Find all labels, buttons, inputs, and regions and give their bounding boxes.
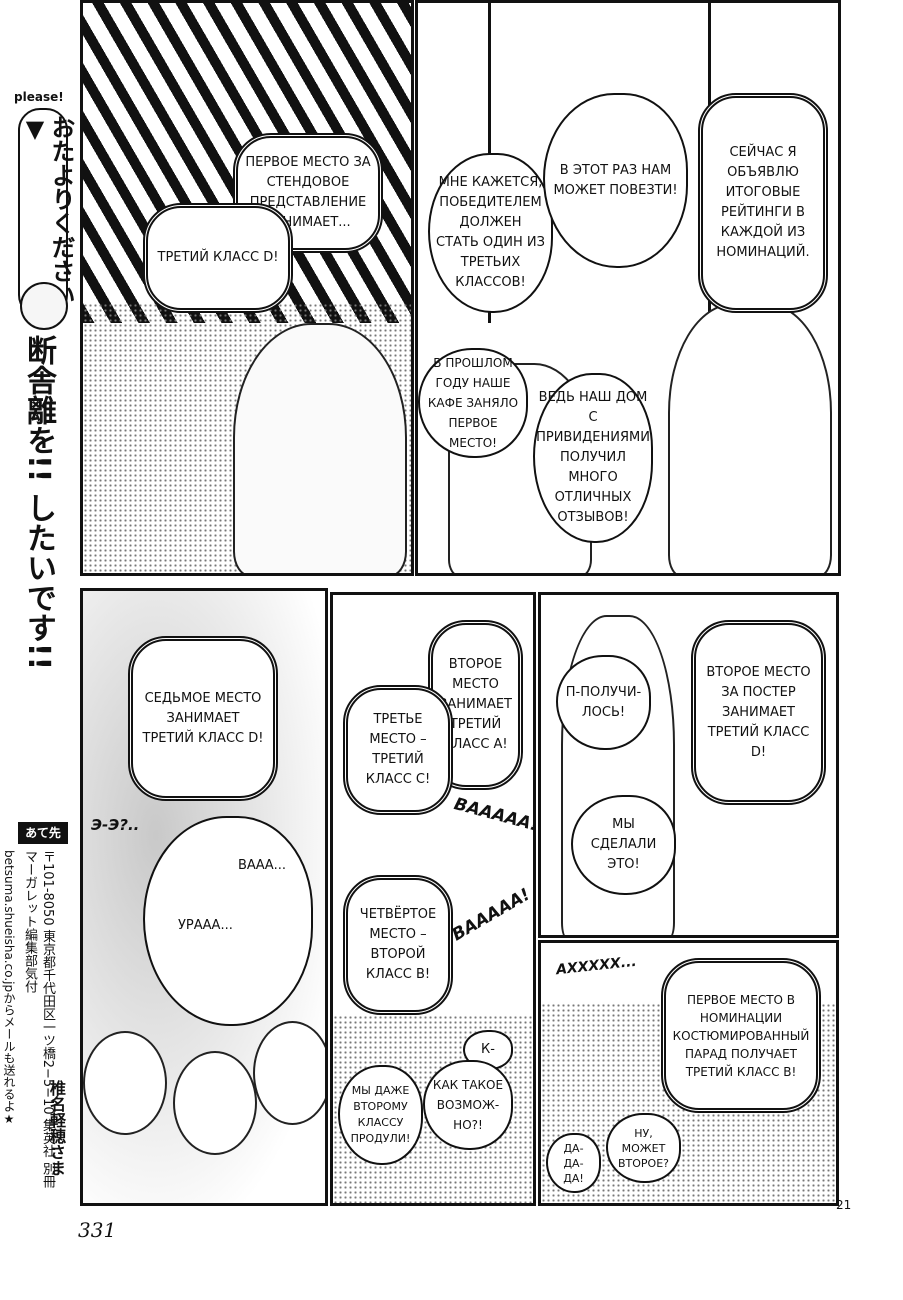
character-girl-right [668, 303, 832, 573]
panel-6: АХХХХХ... ПЕРВОЕ МЕСТО В НОМИНАЦИИ КОСТЮ… [538, 940, 839, 1206]
sidebar-letter-text: おたよりください▼ [21, 115, 75, 307]
speech-bubble-yes: ДА-ДА-ДА! [546, 1133, 601, 1193]
speech-bubble-announcement: СЕЙЧАС Я ОБЪЯВЛЮ ИТОГОВЫЕ РЕЙТИНГИ В КАЖ… [698, 93, 828, 313]
sfx-ahhhh: АХХХХХ... [555, 953, 638, 979]
speech-bubble-fourth-place: ЧЕТВЁРТОЕ МЕСТО – ВТОРОЙ КЛАСС В! [343, 875, 453, 1015]
author-avatar [20, 282, 68, 330]
panel-5: П-ПОЛУЧИ-ЛОСЬ! ВТОРОЕ МЕСТО ЗА ПОСТЕР ЗА… [538, 592, 839, 938]
sfx-eh: Э-Э?.. [91, 816, 140, 834]
chibi-character-1 [83, 1031, 167, 1135]
speech-bubble-costume-parade: ПЕРВОЕ МЕСТО В НОМИНАЦИИ КОСТЮМИРОВАННЫЙ… [661, 958, 821, 1113]
chapter-page-number: 21 [836, 1198, 852, 1212]
chibi-character-3 [253, 1021, 325, 1125]
sfx-vaaaaa-1: ВААААА! [451, 794, 536, 836]
speech-bubble-announcer: ПЕРВОЕ МЕСТО ЗА СТЕНДОВОЕ ПРЕДСТАВЛЕНИЕ … [233, 133, 383, 253]
chibi-character-2 [173, 1051, 257, 1155]
cheer-text-uraaa: УРААА... [178, 918, 233, 933]
speech-bubble-ghost-house: ВЕДЬ НАШ ДОМ С ПРИВИДЕНИЯМИ ПОЛУЧИЛ МНОГ… [533, 373, 653, 543]
speech-bubble-guess: МНЕ КАЖЕТСЯ, ПОБЕДИТЕЛЕМ ДОЛЖЕН СТАТЬ ОД… [428, 153, 553, 313]
character-girl-face [233, 323, 407, 573]
speech-bubble-maybe-second: НУ, МОЖЕТ ВТОРОЕ? [606, 1113, 681, 1183]
speech-bubble-lost: МЫ ДАЖЕ ВТОРОМУ КЛАССУ ПРОДУЛИ! [338, 1065, 423, 1165]
panel-3: СЕДЬМОЕ МЕСТО ЗАНИМАЕТ ТРЕТИЙ КЛАСС D! Э… [80, 588, 328, 1206]
page-number: 331 [78, 1218, 117, 1242]
speech-bubble-how: КАК ТАКОЕ ВОЗМОЖ-НО?! [423, 1060, 513, 1150]
sidebar-please-label: please! [14, 90, 64, 104]
sfx-vaaaaa-2: ВААААА! [448, 884, 534, 946]
address-text: 〒101-8050 東京都千代田区一ツ橋2−5−10 集英社 別冊マーガレット編… [20, 850, 56, 1200]
speech-bubble-luck: В ЭТОТ РАЗ НАМ МОЖЕТ ПОВЕЗТИ! [543, 93, 688, 268]
speech-bubble-third-place: ТРЕТЬЕ МЕСТО – ТРЕТИЙ КЛАСС С! [343, 685, 453, 815]
address-postal: 〒101-8050 東京都千代田区一ツ橋2−5−10 集英社 別冊マーガレット編… [22, 850, 55, 1188]
speech-bubble-result: ТРЕТИЙ КЛАСС D! [143, 203, 293, 313]
speech-bubble-last-year: В ПРОШЛОМ ГОДУ НАШЕ КАФЕ ЗАНЯЛО ПЕРВОЕ М… [418, 348, 528, 458]
sidebar-message: 断舎離を!! したいです!! [21, 335, 56, 671]
speech-bubble-did-it-1: П-ПОЛУЧИ-ЛОСЬ! [556, 655, 651, 750]
speech-bubble-did-it-2: МЫ СДЕЛАЛИ ЭТО! [571, 795, 676, 895]
panel-2: МНЕ КАЖЕТСЯ, ПОБЕДИТЕЛЕМ ДОЛЖЕН СТАТЬ ОД… [415, 0, 841, 576]
address-label: あて先 [18, 822, 68, 844]
author-name: 椎名軽穂さま [47, 1080, 66, 1176]
panel-4: ВТОРОЕ МЕСТО ЗАНИМАЕТ ТРЕТИЙ КЛАСС А! ТР… [330, 592, 536, 1206]
web-address: betsuma.shueisha.co.jpからメールも送れるよ★ [2, 850, 16, 1127]
web-text: betsuma.shueisha.co.jpからメールも送れるよ★ [0, 850, 18, 1210]
panel-1: ПЕРВОЕ МЕСТО ЗА СТЕНДОВОЕ ПРЕДСТАВЛЕНИЕ … [80, 0, 414, 576]
speech-bubble-cheer [143, 816, 313, 1026]
cheer-text-vaaa: ВААА... [238, 858, 286, 873]
speech-bubble-poster: ВТОРОЕ МЕСТО ЗА ПОСТЕР ЗАНИМАЕТ ТРЕТИЙ К… [691, 620, 826, 805]
speech-bubble-seventh: СЕДЬМОЕ МЕСТО ЗАНИМАЕТ ТРЕТИЙ КЛАСС D! [128, 636, 278, 801]
